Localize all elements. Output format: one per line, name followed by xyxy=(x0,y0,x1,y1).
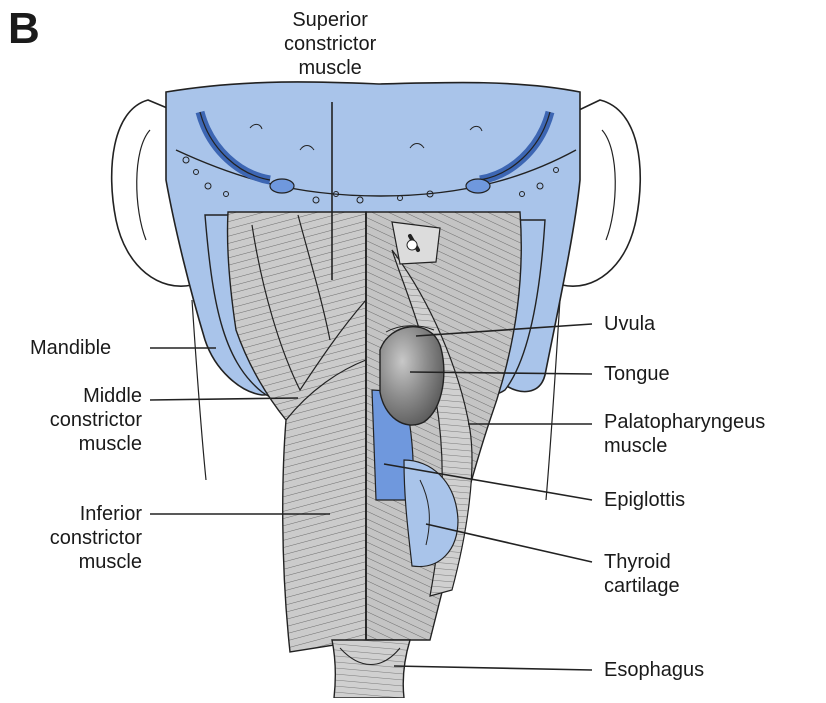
label-inferior-constrictor: Inferior constrictor muscle xyxy=(30,502,142,574)
label-uvula: Uvula xyxy=(604,312,655,336)
label-palatopharyngeus: Palatopharyngeus muscle xyxy=(604,410,765,458)
esophagus-shape xyxy=(332,640,410,698)
label-tongue: Tongue xyxy=(604,362,670,386)
tongue-shape xyxy=(380,327,444,425)
label-epiglottis: Epiglottis xyxy=(604,488,685,512)
muscle-left xyxy=(227,212,366,652)
label-middle-constrictor: Middle constrictor muscle xyxy=(30,384,142,456)
label-mandible: Mandible xyxy=(30,336,111,360)
label-esophagus: Esophagus xyxy=(604,658,704,682)
panel-letter: B xyxy=(8,4,40,54)
label-superior-constrictor: Superior constrictor muscle xyxy=(284,8,376,80)
label-thyroid-cartilage: Thyroid cartilage xyxy=(604,550,680,598)
leader-esophagus xyxy=(394,666,592,670)
